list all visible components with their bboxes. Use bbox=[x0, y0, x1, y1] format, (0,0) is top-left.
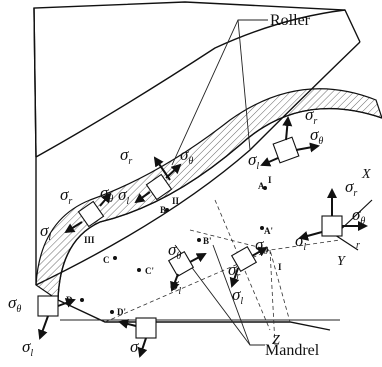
point-a-prime: A' bbox=[264, 226, 273, 236]
roller-label: Roller bbox=[270, 12, 311, 29]
region-i-b: I bbox=[278, 262, 282, 272]
sigma-l-8: σl bbox=[118, 185, 129, 207]
point-markers bbox=[80, 186, 267, 314]
sigma-l-18: σl bbox=[22, 337, 33, 359]
axis-z-label: Z bbox=[272, 333, 280, 348]
stress-element-d-prime bbox=[118, 317, 157, 358]
axis-r-label: r bbox=[356, 240, 360, 251]
point-a: A bbox=[258, 181, 265, 191]
sigma-l-16: σl bbox=[170, 275, 181, 297]
point-b-prime: B' bbox=[203, 236, 212, 246]
sigma-r-3: σr bbox=[345, 177, 357, 199]
stress-element-d bbox=[37, 295, 76, 340]
stress-element-a-prime bbox=[298, 188, 368, 241]
sigma-theta-15: σθ bbox=[168, 240, 181, 262]
sigma-l-11: σl bbox=[40, 221, 51, 243]
sigma-theta-10: σθ bbox=[100, 183, 113, 205]
stress-element-c-prime bbox=[229, 245, 268, 288]
point-c-prime: C' bbox=[145, 266, 154, 276]
sigma-theta-13: σθ bbox=[255, 235, 268, 257]
stress-element-c bbox=[64, 192, 112, 234]
workpiece-band bbox=[35, 88, 382, 302]
sigma-l-19: σl bbox=[130, 337, 141, 359]
axis-y-label: Y bbox=[337, 254, 347, 269]
sigma-r-6: σr bbox=[120, 145, 132, 167]
region-iii: III bbox=[84, 235, 95, 245]
stress-element-b-prime bbox=[167, 250, 207, 292]
roller-block bbox=[33, 1, 361, 286]
sigma-theta-17: σθ bbox=[8, 293, 21, 315]
region-i-a: I bbox=[268, 175, 272, 185]
sigma-r-9: σr bbox=[60, 185, 72, 207]
point-d-prime: D' bbox=[117, 307, 126, 317]
point-c: C bbox=[103, 255, 110, 265]
sigma-l-2: σl bbox=[248, 150, 259, 172]
stress-element-b bbox=[134, 156, 182, 204]
sigma-theta-1: σθ bbox=[310, 125, 323, 147]
sigma-l-14: σl bbox=[232, 285, 243, 307]
point-b: B bbox=[160, 205, 166, 215]
region-ii: II bbox=[172, 196, 180, 206]
axis-x-label: X bbox=[361, 167, 371, 182]
stress-element-a bbox=[260, 116, 320, 167]
mandrel-label: Mandrel bbox=[265, 342, 320, 359]
sigma-l-5: σl bbox=[295, 231, 306, 253]
